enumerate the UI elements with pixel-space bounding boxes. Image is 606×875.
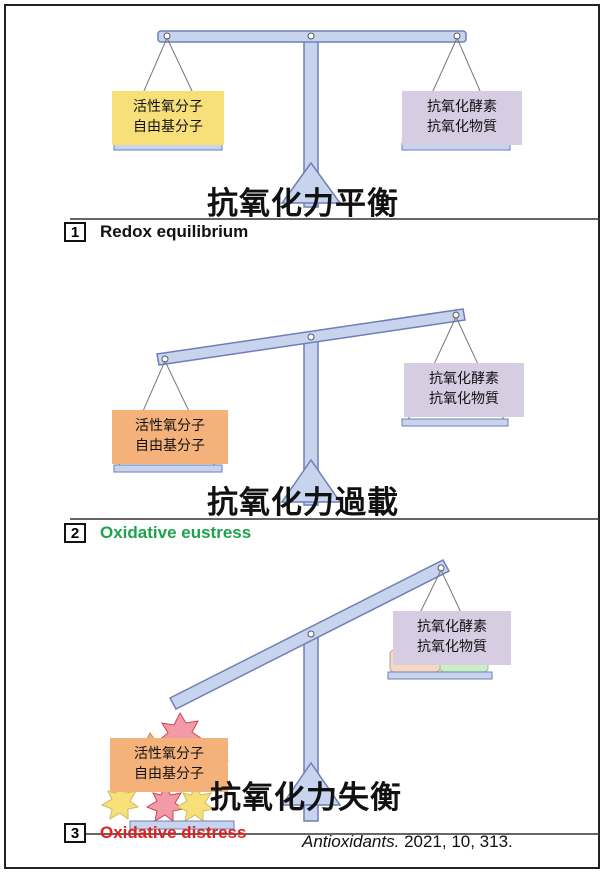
antioxidant-box-1-line2: 抗氧化物質 (427, 119, 497, 135)
antioxidant-box-3-line1: 抗氧化酵素 (417, 619, 487, 635)
panel-3-label: Oxidative distress (100, 823, 247, 842)
ros-box-2: 活性氧分子 自由基分子 (112, 410, 228, 464)
panel-1-number: 1 (64, 222, 86, 242)
pivot-center-1 (307, 32, 315, 40)
panel-1-title: 抗氧化力平衡 (207, 186, 399, 222)
panel-2-title: 抗氧化力過載 (207, 485, 399, 521)
pan-right-2 (401, 418, 509, 427)
antioxidant-box-1: 抗氧化酵素 抗氧化物質 (402, 91, 522, 145)
ros-box-1-line2: 自由基分子 (133, 119, 203, 135)
antioxidant-box-3-line2: 抗氧化物質 (417, 639, 487, 655)
ros-box-2-line2: 自由基分子 (135, 438, 205, 454)
antioxidant-box-2-line2: 抗氧化物質 (429, 391, 499, 407)
ros-box-3: 活性氧分子 自由基分子 (110, 738, 228, 792)
ros-box-1: 活性氧分子 自由基分子 (112, 91, 224, 145)
citation-details: 2021, 10, 313. (399, 832, 513, 851)
ros-box-3-line2: 自由基分子 (134, 766, 204, 782)
antioxidant-box-1-line1: 抗氧化酵素 (427, 99, 497, 115)
ros-box-2-line1: 活性氧分子 (135, 418, 205, 434)
figure-frame (4, 4, 600, 869)
antioxidant-box-2: 抗氧化酵素 抗氧化物質 (404, 363, 524, 417)
pivot-center-2 (307, 333, 315, 341)
antioxidant-box-2-line1: 抗氧化酵素 (429, 371, 499, 387)
pivot-center-3 (307, 630, 315, 638)
panel-3-number: 3 (64, 823, 86, 843)
scale-base-3 (280, 761, 342, 806)
pan-left-2 (113, 464, 223, 473)
pan-left-3 (129, 820, 235, 830)
ros-box-3-line1: 活性氧分子 (134, 746, 204, 762)
antioxidant-box-3: 抗氧化酵素 抗氧化物質 (393, 611, 511, 665)
panel-2-label: Oxidative eustress (100, 523, 252, 542)
panel-1-label: Redox equilibrium (100, 222, 249, 241)
pan-right-3 (387, 671, 493, 680)
balance-scale-2 (70, 308, 600, 520)
ros-box-1-line1: 活性氧分子 (133, 99, 203, 115)
citation: Antioxidants. 2021, 10, 313. (302, 832, 513, 852)
citation-journal: Antioxidants. (302, 832, 400, 851)
panel-3-title: 抗氧化力失衡 (210, 780, 402, 816)
scale-base-2 (280, 458, 342, 503)
scale-base-1 (280, 161, 342, 204)
panel-2-number: 2 (64, 523, 86, 543)
